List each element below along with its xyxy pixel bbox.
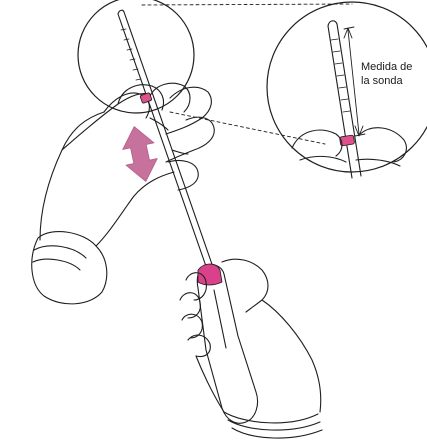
magnifier-connector-lines [142,4,352,144]
probe-measure-label-line1: Medida de [361,61,412,74]
probe-measure-label-line2: la sonda [361,75,403,88]
double-arrow-vertical-icon [119,123,162,184]
left-magnifier-circle [78,0,194,113]
right-hand [180,259,322,438]
